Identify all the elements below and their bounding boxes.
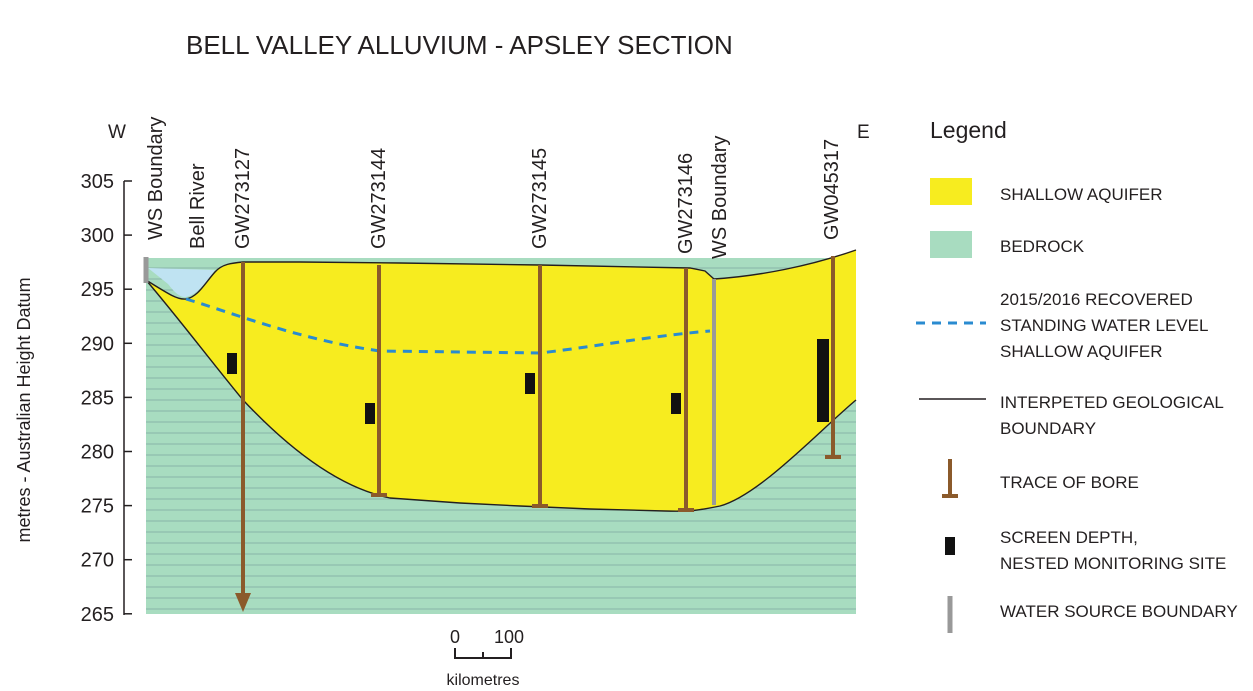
screen-depths	[227, 339, 829, 424]
bell-river-label: Bell River	[187, 163, 209, 249]
east-label: E	[857, 122, 870, 143]
west-label: W	[108, 122, 126, 143]
bore-label-gw273146: GW273146	[675, 153, 697, 254]
legend-swatch-shallow-aquifer	[930, 178, 972, 205]
y-tick-label: 275	[81, 496, 114, 518]
legend-label-ws-boundary: WATER SOURCE BOUNDARY	[1000, 602, 1238, 621]
ws-boundary-west-label: WS Boundary	[145, 117, 167, 240]
diagram-title: BELL VALLEY ALLUVIUM - APSLEY SECTION	[186, 30, 733, 60]
ws-boundary-east-label: WS Boundary	[709, 136, 731, 259]
geological-boundary-lower	[145, 279, 857, 512]
screen-gw273127	[227, 353, 237, 374]
legend-title: Legend	[930, 117, 1007, 143]
legend-label-water-level-3: SHALLOW AQUIFER	[1000, 342, 1162, 361]
y-tick-label: 265	[81, 604, 114, 626]
legend-label-shallow-aquifer: SHALLOW AQUIFER	[1000, 185, 1162, 204]
y-tick-label: 280	[81, 442, 114, 464]
screen-gw273144	[365, 403, 375, 424]
bore-label-gw045317: GW045317	[821, 139, 843, 240]
legend-swatch-bedrock	[930, 231, 972, 258]
y-tick-label: 295	[81, 279, 114, 301]
bore-traces	[235, 256, 841, 612]
legend: Legend SHALLOW AQUIFER BEDROCK 2015/2016…	[916, 117, 1238, 633]
screen-gw273145	[525, 373, 535, 394]
legend-swatch-screen-depth	[945, 537, 955, 555]
scale-bar-unit: kilometres	[447, 672, 520, 689]
legend-label-geo-boundary-2: BOUNDARY	[1000, 419, 1096, 438]
ground-surface	[145, 249, 857, 300]
legend-label-screen-depth-2: NESTED MONITORING SITE	[1000, 554, 1226, 573]
legend-label-water-level-1: 2015/2016 RECOVERED	[1000, 290, 1193, 309]
y-axis-ticks: 305 300 295 290 285 280 275 270 265	[81, 171, 132, 626]
bore-label-gw273145: GW273145	[529, 148, 551, 249]
bore-label-gw273127: GW273127	[232, 148, 254, 249]
y-tick-label: 290	[81, 333, 114, 355]
legend-label-geo-boundary-1: INTERPETED GEOLOGICAL	[1000, 393, 1224, 412]
scale-bar: 0 100 kilometres	[447, 627, 524, 689]
bore-arrowhead-gw273127	[235, 593, 251, 612]
screen-gw045317	[817, 339, 829, 422]
scale-bar-zero: 0	[450, 627, 460, 647]
y-axis-label: metres - Australian Height Datum	[14, 277, 34, 542]
y-tick-label: 305	[81, 171, 114, 193]
y-tick-label: 300	[81, 225, 114, 247]
screen-gw273146	[671, 393, 681, 414]
scale-bar-max: 100	[494, 627, 524, 647]
legend-label-screen-depth-1: SCREEN DEPTH,	[1000, 528, 1138, 547]
y-tick-label: 285	[81, 387, 114, 409]
shallow-aquifer	[146, 250, 856, 512]
standing-water-level	[185, 297, 711, 355]
bore-label-gw273144: GW273144	[368, 148, 390, 249]
river-water	[148, 268, 215, 298]
legend-label-water-level-2: STANDING WATER LEVEL	[1000, 316, 1208, 335]
legend-label-bore-trace: TRACE OF BORE	[1000, 473, 1139, 492]
y-tick-label: 270	[81, 550, 114, 572]
legend-label-bedrock: BEDROCK	[1000, 237, 1085, 256]
